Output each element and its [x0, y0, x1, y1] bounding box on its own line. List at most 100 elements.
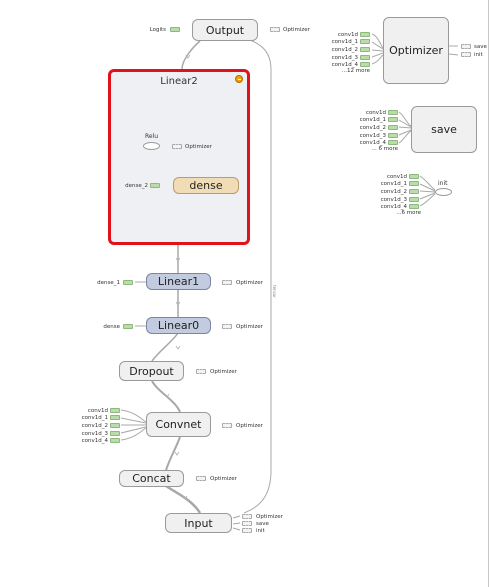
relu-label: Relu — [145, 133, 159, 140]
init-input-chip-2 — [409, 189, 419, 194]
init-more: ...6 more — [396, 210, 421, 216]
optimizer-more: ...12 more — [341, 68, 370, 74]
convnet-input-chip-3 — [110, 431, 120, 436]
relu-optimizer-chip — [172, 144, 182, 149]
optimizer-input-chip-1 — [360, 39, 370, 44]
linear1-optimizer-chip — [222, 280, 232, 285]
convnet-input-2: conv1d_2 — [81, 423, 108, 429]
dropout-node[interactable]: Dropout — [119, 361, 184, 381]
linear0-optimizer-chip — [222, 324, 232, 329]
edge-linear2-output — [181, 40, 201, 70]
dropout-optimizer-chip — [196, 369, 206, 374]
optimizer-input-3: conv1d_3 — [331, 55, 358, 61]
save-input-chip-0 — [388, 110, 398, 115]
optimizer-input-chip-2 — [360, 47, 370, 52]
concat-optimizer-label: Optimizer — [210, 476, 237, 482]
dropout-optimizer-label: Optimizer — [210, 369, 237, 375]
save-input-2: conv1d_2 — [359, 125, 386, 131]
init-label: init — [438, 180, 448, 187]
optimizer-node[interactable]: Optimizer — [383, 17, 449, 84]
output-optimizer-chip — [270, 27, 280, 32]
convnet-input-chip-0 — [110, 408, 120, 413]
save-input-chip-4 — [388, 140, 398, 145]
init-input-3: conv1d_3 — [380, 197, 407, 203]
optimizer-init-chip — [461, 52, 471, 57]
dense-node[interactable]: dense — [173, 177, 239, 194]
save-input-3: conv1d_3 — [359, 133, 386, 139]
init-input-1: conv1d_1 — [380, 181, 407, 187]
linear0-node[interactable]: Linear0 — [146, 317, 211, 334]
optimizer-save-chip — [461, 44, 471, 49]
linear2-title: Linear2 — [160, 76, 198, 87]
optimizer-save-label: save — [474, 44, 487, 50]
output-optimizer-label: Optimizer — [283, 27, 310, 33]
input-optimizer-label: Optimizer — [256, 514, 283, 520]
optimizer-input-4: conv1d_4 — [331, 62, 358, 68]
save-input-4: conv1d_4 — [359, 140, 386, 146]
edge-concat-convnet — [165, 436, 181, 471]
init-node[interactable] — [435, 188, 452, 196]
convnet-node[interactable]: Convnet — [146, 412, 211, 437]
init-input-chip-0 — [409, 174, 419, 179]
relu-optimizer-label: Optimizer — [185, 144, 212, 150]
logits-label: Logits — [149, 27, 166, 33]
dense-label: dense — [103, 324, 120, 330]
optimizer-input-1: conv1d_1 — [331, 39, 358, 45]
dense-1-label: dense_1 — [97, 280, 120, 286]
linear0-optimizer-label: Optimizer — [236, 324, 263, 330]
edge-input-concat — [165, 484, 202, 514]
convnet-optimizer-label: Optimizer — [236, 423, 263, 429]
convnet-input-3: conv1d_3 — [81, 431, 108, 437]
convnet-input-chip-4 — [110, 438, 120, 443]
init-input-0: conv1d — [386, 174, 407, 180]
linear1-optimizer-label: Optimizer — [236, 280, 263, 286]
logits-chip — [170, 27, 180, 32]
concat-node[interactable]: Concat — [119, 470, 184, 487]
concat-optimizer-chip — [196, 476, 206, 481]
convnet-optimizer-chip — [222, 423, 232, 428]
optimizer-init-label: init — [474, 52, 483, 58]
save-input-chip-3 — [388, 133, 398, 138]
panel-divider — [488, 0, 489, 587]
save-node[interactable]: save — [411, 106, 477, 153]
optimizer-input-chip-3 — [360, 55, 370, 60]
dense-2-chip — [150, 183, 160, 188]
edge-input-output — [243, 39, 272, 514]
optimizer-input-chip-0 — [360, 32, 370, 37]
save-input-chip-1 — [388, 117, 398, 122]
init-input-chip-4 — [409, 204, 419, 209]
edge-convnet-dropout — [151, 380, 181, 413]
relu-node[interactable] — [143, 142, 160, 150]
input-init-chip — [242, 528, 252, 533]
collapse-icon[interactable] — [235, 75, 243, 83]
input-init-label: init — [256, 528, 265, 534]
convnet-input-chip-2 — [110, 423, 120, 428]
linear2-group[interactable]: Linear2 — [108, 69, 250, 245]
dense-1-chip — [123, 280, 133, 285]
input-node[interactable]: Input — [165, 513, 232, 533]
init-input-4: conv1d_4 — [380, 204, 407, 210]
optimizer-input-0: conv1d — [337, 32, 358, 38]
init-input-chip-1 — [409, 181, 419, 186]
input-save-chip — [242, 521, 252, 526]
save-input-chip-2 — [388, 125, 398, 130]
save-more: ... 6 more — [371, 146, 399, 152]
convnet-input-chip-1 — [110, 415, 120, 420]
output-node[interactable]: Output — [192, 19, 258, 41]
edge-dropout-linear0 — [151, 332, 179, 362]
convnet-input-1: conv1d_1 — [81, 415, 108, 421]
init-input-2: conv1d_2 — [380, 189, 407, 195]
long-edge-label: tensor — [272, 285, 277, 298]
optimizer-input-chip-4 — [360, 62, 370, 67]
init-input-chip-3 — [409, 197, 419, 202]
save-input-0: conv1d — [365, 110, 386, 116]
input-save-label: save — [256, 521, 269, 527]
dense-2-label: dense_2 — [125, 183, 148, 189]
convnet-input-0: conv1d — [87, 408, 108, 414]
convnet-input-4: conv1d_4 — [81, 438, 108, 444]
input-optimizer-chip — [242, 514, 252, 519]
dense-chip — [123, 324, 133, 329]
optimizer-input-2: conv1d_2 — [331, 47, 358, 53]
linear1-node[interactable]: Linear1 — [146, 273, 211, 290]
